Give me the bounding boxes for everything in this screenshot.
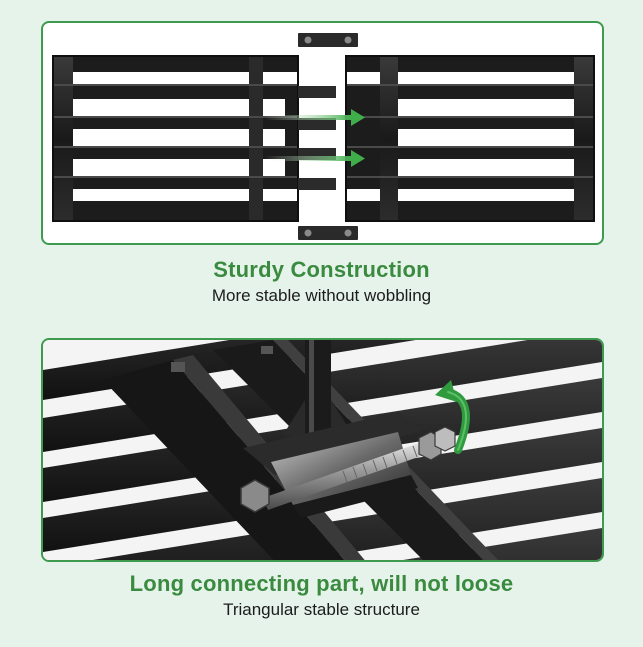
feature-subtitle: Triangular stable structure	[223, 600, 420, 619]
rack-right-half	[345, 55, 595, 222]
threaded-bolt	[240, 426, 456, 513]
bolt-connection-illustration	[43, 340, 602, 560]
arrow-right-icon	[265, 109, 365, 126]
feature-image-sturdy-construction	[41, 21, 604, 245]
feature-title: Sturdy Construction	[213, 257, 430, 282]
bracket-plate-top	[298, 33, 358, 47]
connector-tubes	[298, 86, 336, 190]
feature-title: Long connecting part, will not loose	[129, 571, 514, 596]
rotate-arrow-icon	[435, 380, 470, 454]
feature-subtitle: More stable without wobbling	[211, 286, 432, 305]
rack-left-half	[52, 55, 299, 222]
rack-halves-illustration	[52, 33, 595, 240]
arrow-right-icon	[265, 150, 365, 167]
bracket-plate-bottom	[298, 226, 358, 240]
feature-image-long-connecting-part	[41, 338, 604, 562]
frame-bolts	[171, 346, 273, 372]
